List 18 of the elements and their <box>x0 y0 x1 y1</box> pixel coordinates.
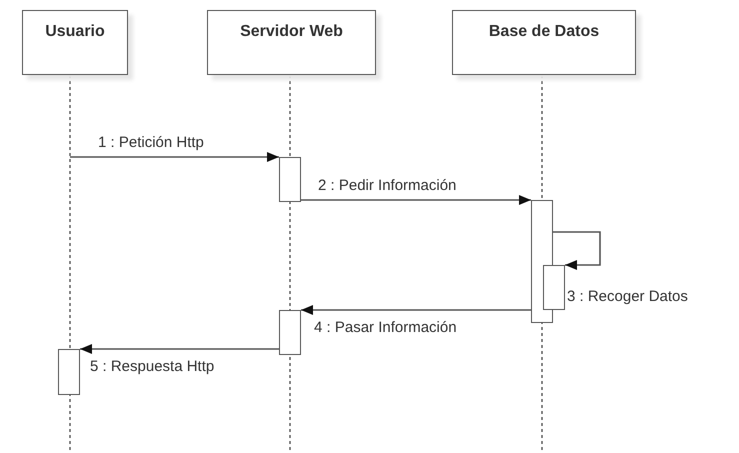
lifeline-head <box>22 10 128 75</box>
message-arrow <box>553 231 601 270</box>
participant-name: Servidor Web <box>240 23 343 41</box>
message-arrow <box>70 152 279 162</box>
message-label: 5 : Respuesta Http <box>90 358 214 375</box>
message-arrow <box>301 305 531 315</box>
participant-name: Base de Datos <box>488 23 600 41</box>
message-arrow <box>80 344 279 354</box>
activation-bar <box>58 349 80 395</box>
activation-bar <box>279 157 301 202</box>
message-arrow <box>301 195 531 205</box>
message-label: 3 : Recoger Datos <box>567 288 688 305</box>
message-label: 1 : Petición Http <box>98 134 204 151</box>
lifeline-head <box>207 10 376 75</box>
activation-bar <box>279 310 301 355</box>
lifeline-head <box>452 10 636 75</box>
participant-name: Usuario <box>45 23 105 41</box>
activation-bar <box>543 265 565 310</box>
